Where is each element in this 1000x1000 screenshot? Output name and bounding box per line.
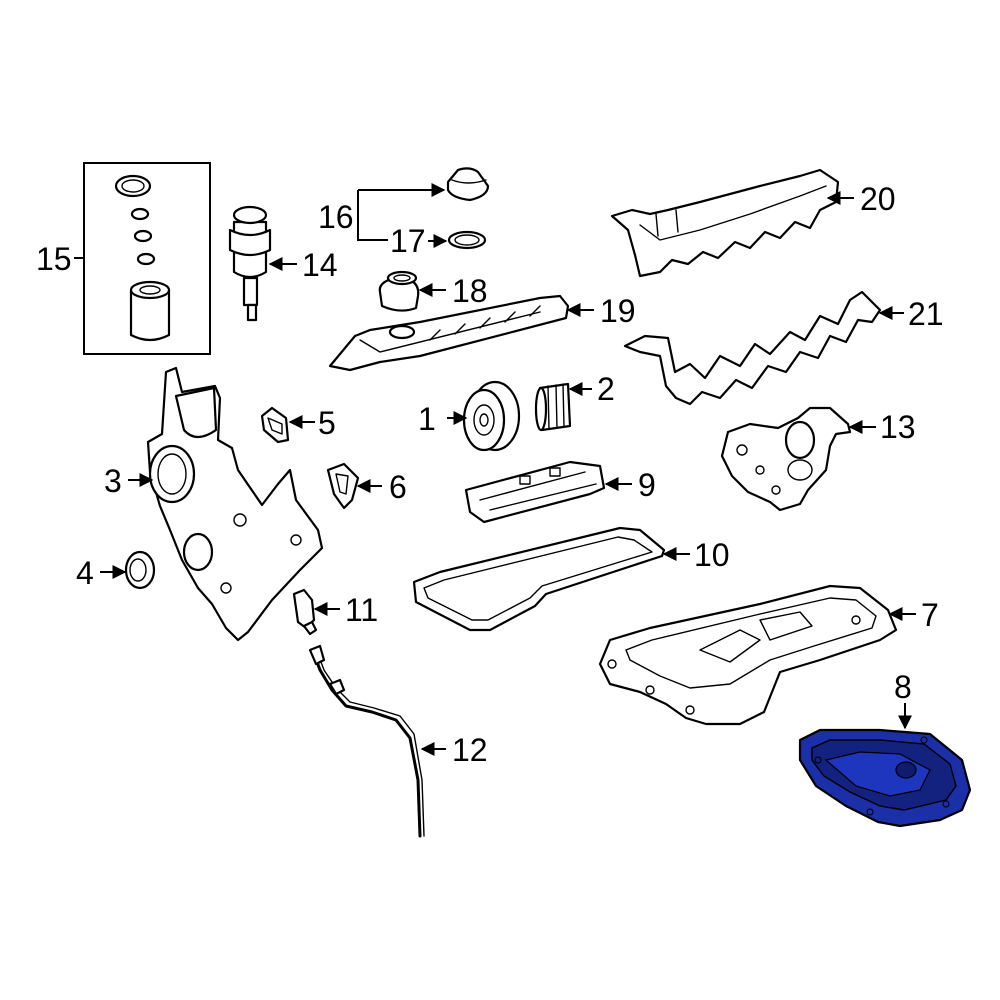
callout-3: 3 [104, 463, 122, 499]
part-3-timing-cover[interactable] [146, 366, 324, 642]
part-6-gasket[interactable] [326, 462, 360, 510]
callout-19: 19 [600, 293, 636, 329]
part-4-front-seal[interactable] [124, 550, 156, 590]
part-19-valve-cover[interactable] [328, 294, 570, 372]
callout-6: 6 [389, 469, 407, 505]
part-21-manifold-gasket[interactable] [623, 290, 882, 406]
part-8-lower-oil-pan[interactable] [798, 728, 972, 828]
part-13-oil-pump[interactable] [720, 406, 852, 512]
callout-20: 20 [860, 181, 896, 217]
part-16-oil-cap[interactable] [446, 167, 490, 202]
callout-5: 5 [318, 405, 336, 441]
part-18-filler-neck[interactable] [378, 270, 420, 312]
callout-12: 12 [452, 732, 488, 768]
part-11-oil-level-sensor[interactable] [292, 588, 318, 636]
leader-lines [74, 183, 916, 756]
part-12-dipstick-tube[interactable] [308, 644, 425, 838]
callout-10: 10 [694, 537, 730, 573]
callout-9: 9 [638, 467, 656, 503]
part-5-gasket[interactable] [260, 406, 290, 444]
callout-2: 2 [597, 371, 615, 407]
part-10-oil-pan-gasket[interactable] [412, 526, 666, 632]
part-2-bellows[interactable] [534, 382, 572, 432]
part-15-filter-kit[interactable] [83, 162, 211, 355]
callout-11: 11 [345, 592, 378, 628]
part-7-upper-oil-pan[interactable] [598, 584, 898, 726]
part-17-cap-seal[interactable] [447, 230, 487, 250]
callout-17: 17 [390, 223, 426, 259]
callout-8: 8 [894, 669, 912, 705]
callout-16: 16 [318, 199, 354, 235]
callout-13: 13 [880, 409, 916, 445]
callout-7: 7 [921, 597, 939, 633]
callout-4: 4 [76, 555, 94, 591]
part-9-baffle[interactable] [464, 460, 606, 524]
callout-1: 1 [418, 401, 436, 437]
callout-18: 18 [452, 273, 488, 309]
callout-21: 21 [908, 296, 944, 332]
part-14-filter-housing[interactable] [228, 205, 272, 322]
callout-14: 14 [302, 247, 338, 283]
part-20-intake-manifold[interactable] [610, 168, 840, 278]
callout-labels: 1 2 3 4 5 6 7 8 9 10 11 12 13 14 15 16 1… [36, 181, 944, 768]
callout-15: 15 [36, 241, 72, 277]
part-1-pulley[interactable] [462, 380, 521, 452]
